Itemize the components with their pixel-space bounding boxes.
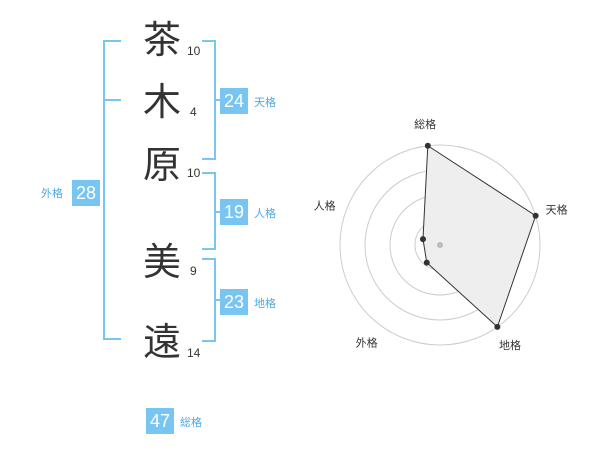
stroke-count-1: 10 [187,44,201,58]
tenkaku-label: 天格 [254,96,276,109]
radar-label-5: 人格 [314,198,336,212]
gaikaku-bracket-top [103,40,121,42]
name-char-5: 遠 [142,320,181,364]
gaikaku-bracket-bottom [103,338,121,340]
jinkaku-value: 19 [220,199,248,225]
radar-data-polygon [422,144,537,328]
name-char-4: 美 [142,240,181,284]
gaikaku-bracket-line [103,40,105,340]
jinkaku-bracket-bottom [202,248,216,250]
stroke-count-4: 9 [190,264,197,278]
radar-label-2: 天格 [546,202,568,216]
tenkaku-bracket-top [202,40,216,42]
name-char-1: 茶 [142,18,181,62]
radar-data-points [419,142,539,330]
tenkaku-bracket-stub [214,99,222,101]
name-char-2: 木 [142,80,181,124]
radar-point-5 [419,236,426,243]
radar-center-dot [437,242,443,248]
gaikaku-value: 28 [72,180,100,206]
chikaku-label: 地格 [254,297,276,310]
radar-label-1: 総格 [414,117,436,131]
jinkaku-label: 人格 [254,207,276,220]
stroke-count-3: 10 [187,166,201,180]
chikaku-bracket-top [202,258,216,260]
radar-point-1 [424,142,431,149]
radar-label-3: 地格 [499,338,521,352]
tenkaku-value: 24 [220,88,248,114]
chikaku-bracket-bottom [202,340,216,342]
stroke-count-2: 4 [190,105,197,119]
soukaku-value: 47 [146,408,174,434]
jinkaku-bracket-top [202,172,216,174]
gaikaku-label: 外格 [41,187,63,200]
name-char-3: 原 [142,143,181,187]
tenkaku-bracket-bottom [202,158,216,160]
radar-point-3 [494,323,501,330]
radar-ring-4 [339,144,541,346]
chikaku-bracket-stub [214,299,222,301]
stroke-count-5: 14 [187,346,201,360]
soukaku-label: 総格 [180,416,202,429]
radar-label-4: 外格 [356,335,378,349]
chikaku-value: 23 [220,289,248,315]
radar-point-2 [532,212,539,219]
gaikaku-bracket-tick [103,99,121,101]
radar-point-4 [423,259,430,266]
jinkaku-bracket-stub [214,211,222,213]
